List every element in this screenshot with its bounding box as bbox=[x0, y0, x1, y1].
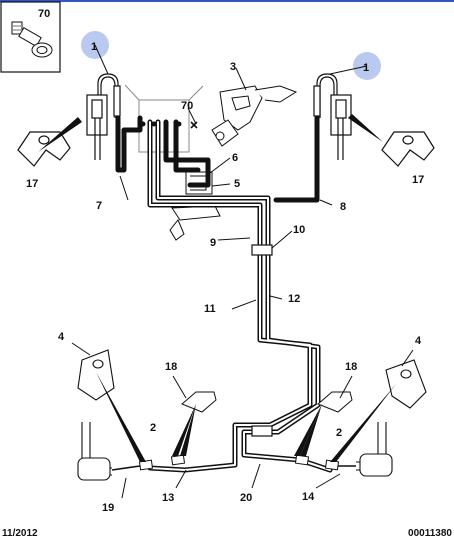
rear-clip-left bbox=[181, 391, 217, 413]
right-flexible-hose bbox=[313, 73, 352, 160]
left-flexible-hose bbox=[86, 73, 121, 160]
label-19: 19 bbox=[102, 502, 114, 514]
bolt-washer-icon bbox=[11, 21, 53, 58]
label-1-right: 1 bbox=[363, 62, 369, 74]
union-front bbox=[251, 244, 273, 256]
label-18-left: 18 bbox=[165, 361, 177, 373]
label-8: 8 bbox=[340, 201, 346, 213]
label-6: 6 bbox=[232, 152, 238, 164]
label-1-left: 1 bbox=[91, 41, 97, 53]
footer-date: 11/2012 bbox=[2, 528, 38, 539]
clip-left bbox=[17, 131, 71, 167]
rear-unions bbox=[138, 454, 340, 471]
part-70-inset bbox=[0, 1, 61, 73]
clip-right bbox=[381, 131, 435, 167]
arrow-left bbox=[38, 117, 82, 152]
rear-clip-right bbox=[317, 391, 353, 413]
rear-bracket-right bbox=[385, 359, 427, 409]
label-2-right: 2 bbox=[336, 427, 342, 439]
pointer-wedges bbox=[96, 372, 396, 462]
pedal-bracket bbox=[169, 205, 221, 241]
label-5: 5 bbox=[234, 178, 240, 190]
bracket-part-3 bbox=[211, 85, 298, 147]
label-18-right: 18 bbox=[345, 361, 357, 373]
header-rule bbox=[0, 0, 454, 2]
bolt-point-4 bbox=[176, 121, 182, 127]
label-17-right: 17 bbox=[412, 174, 424, 186]
label-17-left: 17 bbox=[26, 178, 38, 190]
label-12: 12 bbox=[288, 293, 300, 305]
arrow-right bbox=[348, 114, 383, 142]
label-20: 20 bbox=[240, 492, 252, 504]
footer-reference: 00011380 bbox=[408, 528, 452, 539]
label-3: 3 bbox=[230, 61, 236, 73]
bolt-point-3 bbox=[163, 121, 169, 127]
label-2-left: 2 bbox=[150, 422, 156, 434]
label-70-inset: 70 bbox=[38, 8, 50, 20]
brake-pipes bbox=[115, 115, 333, 473]
label-4-left: 4 bbox=[58, 331, 65, 343]
leader-lines bbox=[71, 44, 414, 499]
label-9: 9 bbox=[210, 237, 216, 249]
rear-wheel-right bbox=[356, 422, 393, 477]
label-14: 14 bbox=[302, 491, 315, 503]
bolt-point-2 bbox=[151, 121, 157, 127]
label-4-right: 4 bbox=[415, 335, 422, 347]
label-10: 10 bbox=[293, 224, 305, 236]
bolt-point-1 bbox=[140, 121, 146, 127]
rear-bracket-left bbox=[77, 349, 115, 401]
part-labels: 70 1 1 3 70 6 5 17 17 7 8 9 10 11 12 4 4… bbox=[26, 8, 424, 514]
label-70: 70 bbox=[181, 100, 193, 112]
x-mark bbox=[190, 121, 198, 129]
label-13: 13 bbox=[162, 492, 174, 504]
union-rear bbox=[251, 425, 273, 437]
rear-wheel-left bbox=[77, 422, 112, 481]
label-11: 11 bbox=[204, 303, 216, 315]
label-7: 7 bbox=[96, 200, 102, 212]
